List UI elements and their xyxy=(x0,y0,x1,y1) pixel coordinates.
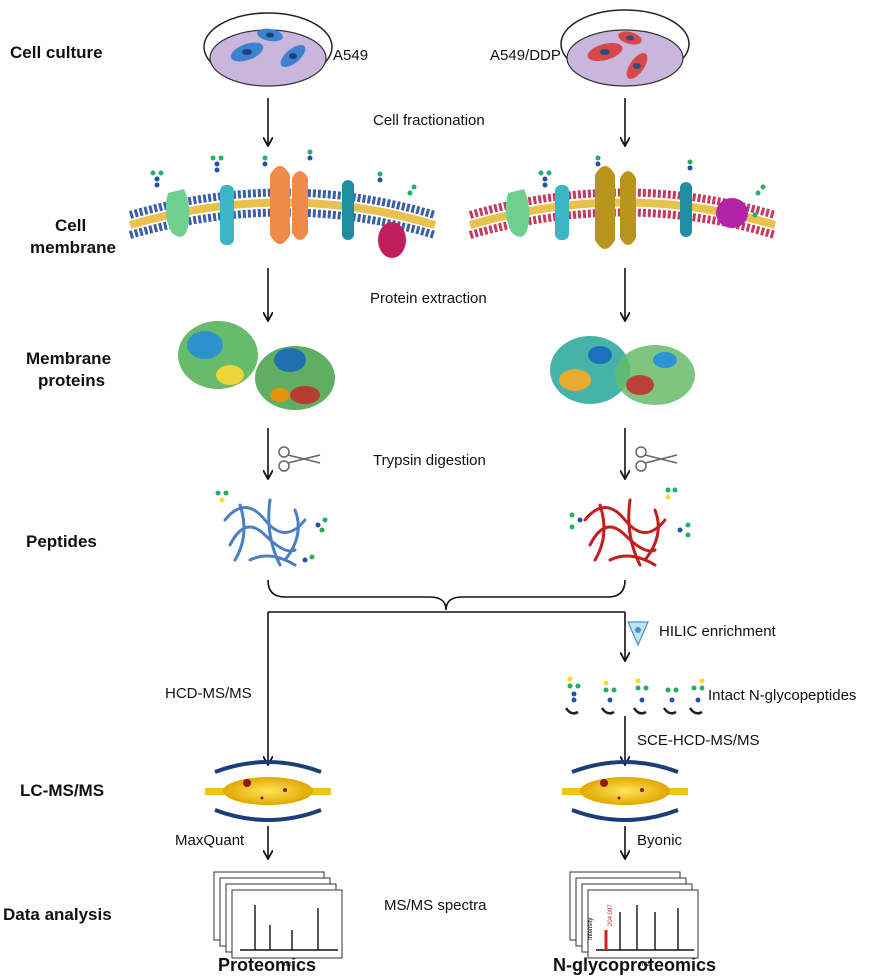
intact-glycopeptides xyxy=(564,676,705,715)
flow-arrows xyxy=(268,98,625,858)
peptides-left xyxy=(223,498,307,567)
membrane-proteins-right xyxy=(550,336,695,405)
step-intact-glycopeptides: Intact N-glycopeptides xyxy=(708,687,857,704)
cell-membrane-left xyxy=(128,166,437,258)
output-n-glycoproteomics: N-glycoproteomics xyxy=(553,955,717,975)
step-sce-hcd-msms: SCE-HCD-MS/MS xyxy=(637,732,760,749)
spectra-stack-right xyxy=(569,871,699,959)
cell-line-right: A549/DDP xyxy=(490,47,561,64)
membrane-proteins-left xyxy=(178,321,335,410)
spectrum-peak-label: 204.087 xyxy=(608,904,614,926)
step-hcd-msms: HCD-MS/MS xyxy=(165,685,252,702)
stage-label-peptides: Peptides xyxy=(26,532,97,551)
step-protein-extraction: Protein extraction xyxy=(370,290,487,307)
mass-spec-right xyxy=(562,760,688,822)
step-trypsin-digestion: Trypsin digestion xyxy=(373,452,486,469)
output-proteomics: Proteomics xyxy=(218,955,317,975)
stage-label-membrane-proteins-line1: Membrane xyxy=(26,349,112,368)
step-maxquant: MaxQuant xyxy=(175,832,245,849)
merge-bracket xyxy=(267,579,626,611)
scissors-icon-right xyxy=(635,446,678,472)
hilic-funnel-icon xyxy=(627,621,649,647)
peptide-glycans xyxy=(215,487,691,563)
peptides-right xyxy=(583,498,667,567)
spectra-stack-left xyxy=(213,871,343,959)
stage-label-cell-culture: Cell culture xyxy=(10,43,103,62)
cell-line-left: A549 xyxy=(333,47,369,64)
step-cell-fractionation: Cell fractionation xyxy=(373,112,485,129)
scissors-icon-left xyxy=(278,446,321,472)
petri-dish-left xyxy=(203,12,333,87)
stage-label-cell-membrane-line2: membrane xyxy=(30,238,116,257)
step-hilic-enrichment: HILIC enrichment xyxy=(659,623,776,640)
step-msms-spectra: MS/MS spectra xyxy=(384,897,487,914)
stage-label-membrane-proteins-line2: proteins xyxy=(38,371,106,390)
stage-label-cell-membrane-line1: Cell xyxy=(55,216,87,235)
glycan-decorations-top xyxy=(150,149,766,218)
stage-label-data-analysis: Data analysis xyxy=(3,905,112,924)
spectrum-x-label-left: m/z xyxy=(282,962,292,968)
spectrum-x-label-right: m/z xyxy=(640,962,650,968)
mass-spec-left xyxy=(205,760,331,822)
petri-dish-right xyxy=(560,9,690,87)
cell-membrane-right xyxy=(468,166,777,249)
spectrum-y-label-right: Intensity xyxy=(588,918,594,940)
step-byonic: Byonic xyxy=(637,832,683,849)
stage-label-lcms: LC-MS/MS xyxy=(20,781,105,800)
